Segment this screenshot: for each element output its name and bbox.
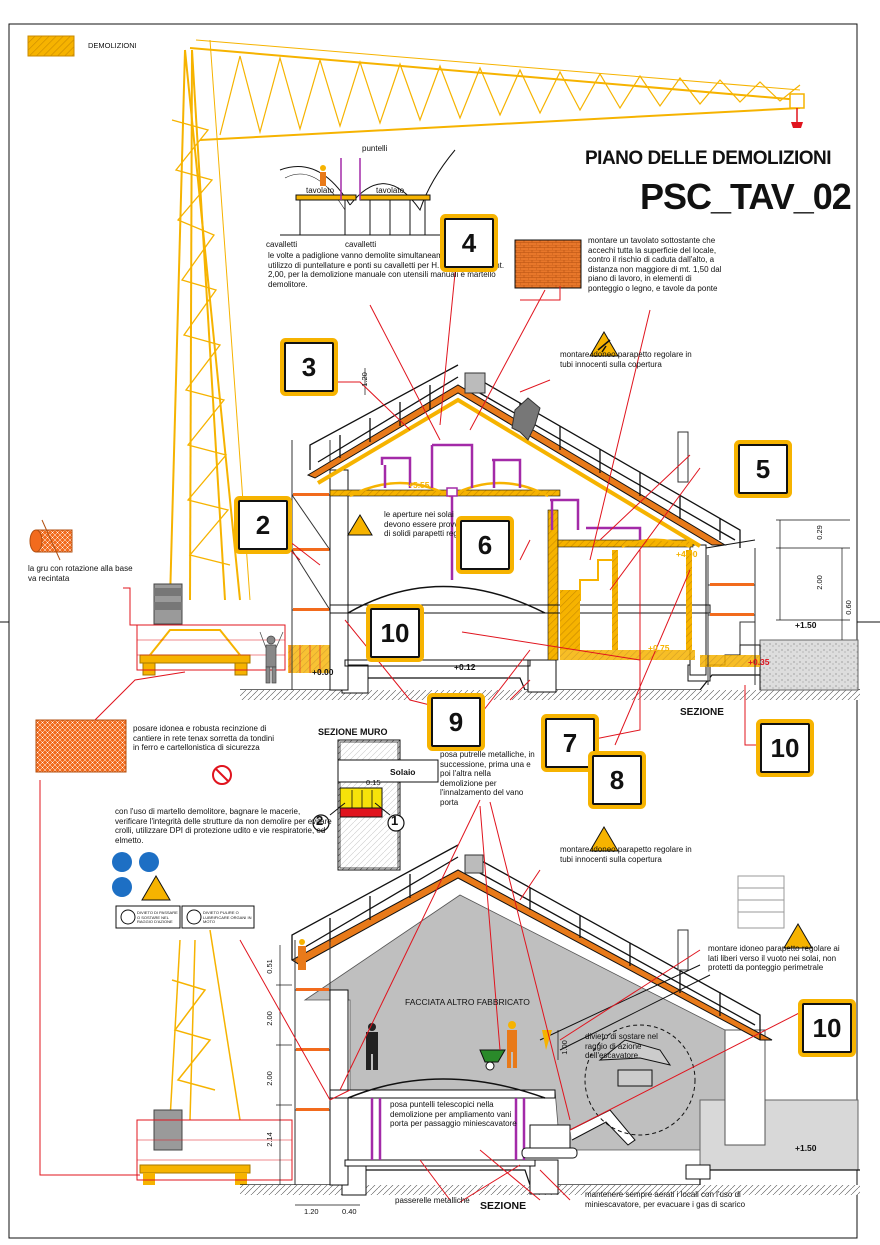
note-vault-demolition: le volte a padiglione vanno demolite sim…	[268, 251, 505, 289]
dim-120-top: 1.20	[359, 372, 369, 387]
marker-10-a: 10	[370, 608, 420, 658]
legend-swatch	[27, 35, 75, 57]
label-tavolato-a: tavolato	[306, 186, 335, 195]
dim-015: 0.15	[366, 778, 381, 787]
leader-lines	[39, 242, 806, 1203]
label-tavolato-b: tavolato	[376, 186, 405, 195]
worker-wheelbarrow	[507, 1021, 517, 1068]
dim-051: 0.51	[264, 959, 274, 974]
label-passerelle: passerelle metalliche	[395, 1196, 470, 1205]
fence-net-swatch	[35, 719, 127, 773]
note-gru: la gru con rotazione alla base va recint…	[28, 564, 133, 583]
level-012: +0.12	[454, 662, 476, 672]
sign-divieto-passare: DIVIETO DI PASSARE O SOSTARE NEL RAGGIO …	[137, 910, 178, 924]
note-aerati: mantenere sempre aerati i locali con l'u…	[585, 1190, 746, 1209]
dim-214: 2.14	[264, 1132, 274, 1147]
worker-with-hands-up	[259, 631, 284, 684]
label-cavalletti-a: cavalletti	[266, 240, 298, 249]
vault-detail	[279, 149, 456, 236]
dim-200-b: 2.00	[264, 1071, 274, 1086]
label-sezione-muro: SEZIONE MURO	[318, 727, 388, 737]
mini-excavator	[521, 1039, 672, 1159]
marker-5: 5	[738, 444, 788, 494]
marker-6: 6	[460, 520, 510, 570]
worker-on-scaffold	[320, 165, 326, 186]
drawing-title: PIANO DELLE DEMOLIZIONI	[585, 148, 832, 169]
wall-section-detail	[329, 739, 439, 871]
marker-2: 2	[238, 500, 288, 550]
label-sezione-bottom: SEZIONE	[480, 1200, 527, 1212]
label-facciata: FACCIATA ALTRO FABBRICATO	[405, 997, 530, 1007]
level-000: +0.00	[312, 667, 334, 677]
warning-triangle-icon	[589, 331, 619, 357]
level-555: +5.55	[408, 480, 430, 490]
safety-net-roll-icon	[29, 519, 73, 561]
note-putrelle: posa putrelle metalliche, in successione…	[440, 750, 535, 807]
dim-120-bottom: 1.20	[304, 1207, 319, 1216]
note-aperture-solai: le aperture nei solai devono essere prov…	[384, 510, 473, 538]
dim-029: 0.29	[814, 525, 824, 540]
note-parapetto-lati: montare idoneo parapetto regolare ai lat…	[708, 944, 840, 972]
marker-8: 8	[592, 755, 642, 805]
dim-100: 1.00	[559, 1040, 569, 1055]
note-puntelli: posa puntelli telescopici nella demolizi…	[390, 1100, 517, 1128]
marker-2-small: 2	[316, 813, 324, 828]
note-recinzione: posare idonea e robusta recinzione di ca…	[133, 724, 274, 752]
dim-060: 0.60	[843, 600, 853, 615]
note-parapetto-top: montare idoneo parapetto regolare in tub…	[560, 350, 692, 369]
marker-3: 3	[284, 342, 334, 392]
marker-9: 9	[431, 697, 481, 747]
note-martello: con l'uso di martello demolitore, bagnar…	[115, 807, 332, 845]
level-400: +4.00	[676, 549, 698, 559]
drawing-code: PSC_TAV_02	[640, 176, 852, 217]
level-150-top: +1.50	[795, 620, 817, 630]
label-cavalletti-b: cavalletti	[345, 240, 377, 249]
marker-10-b: 10	[760, 723, 810, 773]
sign-divieto-pulire: DIVIETO PULIRE O LUBRIFICARE ORGANI IN M…	[203, 910, 252, 924]
dim-040: 0.40	[342, 1207, 357, 1216]
tavolato-swatch	[514, 239, 582, 289]
level-075: +0.75	[648, 643, 670, 653]
note-tavolato: montare un tavolato sottostante che acce…	[588, 236, 722, 293]
dim-200-right: 2.00	[814, 575, 824, 590]
level-150-bottom: +1.50	[795, 1143, 817, 1153]
attic-props	[380, 443, 642, 580]
level-035: +0.35	[748, 657, 770, 667]
marker-1-small: 1	[391, 813, 399, 828]
marker-4: 4	[444, 218, 494, 268]
note-escavatore: divieto di sostare nel raggio di azione …	[585, 1032, 658, 1060]
marker-7: 7	[545, 718, 595, 768]
label-sezione-top: SEZIONE	[680, 707, 724, 718]
label-puntelli: puntelli	[362, 144, 388, 153]
note-parapetto-bottom: montare idoneo parapetto regolare in tub…	[560, 845, 692, 864]
tower-crane	[169, 39, 801, 601]
legend-label: DEMOLIZIONI	[88, 41, 137, 50]
dim-200-a: 2.00	[264, 1011, 274, 1026]
ppe-signs	[112, 765, 232, 901]
label-solaio: Solaio	[390, 767, 416, 777]
marker-10-c: 10	[802, 1003, 852, 1053]
